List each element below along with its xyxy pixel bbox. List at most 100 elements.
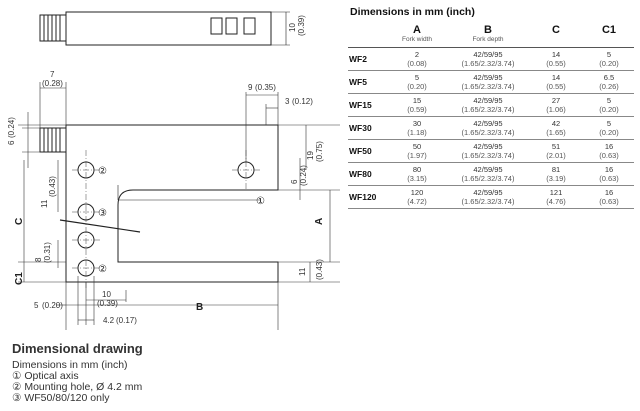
- drawing-caption: Dimensional drawing Dimensions in mm (in…: [12, 341, 632, 404]
- table-row: WF80 80(3.15) 42/59/95(1.65/2.32/3.74) 8…: [348, 162, 634, 186]
- cell-a: 30(1.18): [386, 116, 448, 140]
- cell-c1: 16(0.63): [584, 185, 634, 209]
- dim-5: 5: [34, 301, 39, 310]
- sensor-front-view: [39, 124, 279, 283]
- dim-9-inch: (0.35): [255, 83, 276, 92]
- subheader-model: [348, 36, 386, 48]
- caption-title: Dimensional drawing: [12, 341, 143, 356]
- dim-10-bottom: 10: [102, 290, 111, 299]
- cell-c1: 16(0.63): [584, 162, 634, 186]
- dim-11-left: 11: [40, 199, 49, 208]
- dim-19: 19: [306, 151, 315, 160]
- dim-3: 3: [285, 97, 290, 106]
- cell-b: 42/59/95(1.65/2.32/3.74): [448, 47, 528, 71]
- table-row: WF50 50(1.97) 42/59/95(1.65/2.32/3.74) 5…: [348, 139, 634, 163]
- dim-8-inch: (0.31): [43, 242, 52, 263]
- dim-7-inch: (0.28): [42, 79, 63, 88]
- dim-10-side-inch: (0.39): [297, 15, 306, 36]
- dimension-lines: [18, 82, 340, 330]
- dim-7: 7: [50, 70, 55, 79]
- label-A: A: [314, 218, 325, 225]
- header-c: C: [552, 24, 560, 36]
- header-a: A: [413, 24, 421, 36]
- dim-8: 8: [34, 257, 43, 262]
- technical-drawing: 10 (0.39): [7, 11, 340, 330]
- subheader-fork-depth: Fork depth: [448, 36, 528, 48]
- caption-optical-axis: ① Optical axis: [12, 370, 79, 382]
- marker-mounting-hole-upper: ②: [98, 166, 107, 177]
- cell-b: 42/59/95(1.65/2.32/3.74): [448, 139, 528, 163]
- cell-a: 5(0.20): [386, 70, 448, 94]
- table-subheader-row: Fork width Fork depth: [348, 36, 634, 48]
- cell-model: WF50: [348, 139, 386, 163]
- table-row: WF30 30(1.18) 42/59/95(1.65/2.32/3.74) 4…: [348, 116, 634, 140]
- cell-model: WF2: [348, 47, 386, 71]
- center-lines: [72, 150, 260, 290]
- table-row: WF15 15(0.59) 42/59/95(1.65/2.32/3.74) 2…: [348, 93, 634, 117]
- dim-6-right-inch: (0.24): [299, 165, 308, 186]
- dim-4-2-inch: (0.17): [116, 316, 137, 325]
- table-title: Dimensions in mm (inch): [350, 6, 475, 18]
- dimensions-table: A B C C1 Fork width Fork depth WF2 2(0.0…: [348, 24, 634, 209]
- cell-c1: 16(0.63): [584, 139, 634, 163]
- cell-a: 50(1.97): [386, 139, 448, 163]
- cell-b: 42/59/95(1.65/2.32/3.74): [448, 93, 528, 117]
- cell-b: 42/59/95(1.65/2.32/3.74): [448, 70, 528, 94]
- dim-10-side: 10: [288, 23, 297, 32]
- table-row: WF2 2(0.08) 42/59/95(1.65/2.32/3.74) 14(…: [348, 47, 634, 71]
- cell-model: WF120: [348, 185, 386, 209]
- subheader-c1: [584, 36, 634, 48]
- cell-a: 80(3.15): [386, 162, 448, 186]
- cell-c: 42(1.65): [528, 116, 584, 140]
- dim-10-bottom-inch: (0.39): [97, 299, 118, 308]
- cell-c1: 5(0.20): [584, 116, 634, 140]
- cell-c1: 5(0.20): [584, 93, 634, 117]
- dim-6-right: 6: [290, 179, 299, 184]
- label-C1: C1: [14, 272, 25, 285]
- cell-a: 2(0.08): [386, 47, 448, 71]
- sensor-top-view: [39, 11, 290, 46]
- cell-a: 120(4.72): [386, 185, 448, 209]
- dimensions-table-block: Dimensions in mm (inch) A B C C1 Fork wi…: [348, 6, 636, 209]
- dim-11-left-inch: (0.43): [48, 176, 57, 197]
- cell-model: WF5: [348, 70, 386, 94]
- dim-5-inch: (0.20): [42, 301, 63, 310]
- cell-c: 14(0.55): [528, 70, 584, 94]
- cell-model: WF30: [348, 116, 386, 140]
- cell-c1: 6.5(0.26): [584, 70, 634, 94]
- cell-c: 51(2.01): [528, 139, 584, 163]
- marker-wf-only: ③: [98, 208, 107, 219]
- cell-c: 121(4.76): [528, 185, 584, 209]
- cell-a: 15(0.59): [386, 93, 448, 117]
- caption-mounting-hole: ② Mounting hole, Ø 4.2 mm: [12, 381, 143, 393]
- dim-4-2: 4.2: [103, 316, 115, 325]
- header-b: B: [484, 24, 492, 36]
- cell-c: 27(1.06): [528, 93, 584, 117]
- dim-11-right: 11: [298, 267, 307, 276]
- header-model: [348, 24, 386, 36]
- cell-b: 42/59/95(1.65/2.32/3.74): [448, 185, 528, 209]
- caption-wf-only: ③ WF50/80/120 only: [12, 392, 110, 404]
- cell-c: 81(3.19): [528, 162, 584, 186]
- cell-model: WF15: [348, 93, 386, 117]
- dim-19-inch: (0.75): [315, 141, 324, 162]
- subheader-c: [528, 36, 584, 48]
- subheader-fork-width: Fork width: [386, 36, 448, 48]
- caption-units: Dimensions in mm (inch): [12, 359, 128, 371]
- optical-axis-line: [59, 219, 141, 233]
- cell-c1: 5(0.20): [584, 47, 634, 71]
- dim-6: 6: [7, 140, 16, 145]
- cell-model: WF80: [348, 162, 386, 186]
- dim-11-right-inch: (0.43): [315, 259, 324, 280]
- cell-b: 42/59/95(1.65/2.32/3.74): [448, 116, 528, 140]
- header-c1: C1: [601, 24, 617, 36]
- table-row: WF5 5(0.20) 42/59/95(1.65/2.32/3.74) 14(…: [348, 70, 634, 94]
- dim-3-inch: (0.12): [292, 97, 313, 106]
- label-B: B: [196, 302, 203, 313]
- marker-mounting-hole-lower: ②: [98, 264, 107, 275]
- cell-b: 42/59/95(1.65/2.32/3.74): [448, 162, 528, 186]
- label-C: C: [14, 218, 25, 225]
- cell-c: 14(0.55): [528, 47, 584, 71]
- dim-6-inch: (0.24): [7, 117, 16, 138]
- table-header-row: A B C C1: [348, 24, 634, 36]
